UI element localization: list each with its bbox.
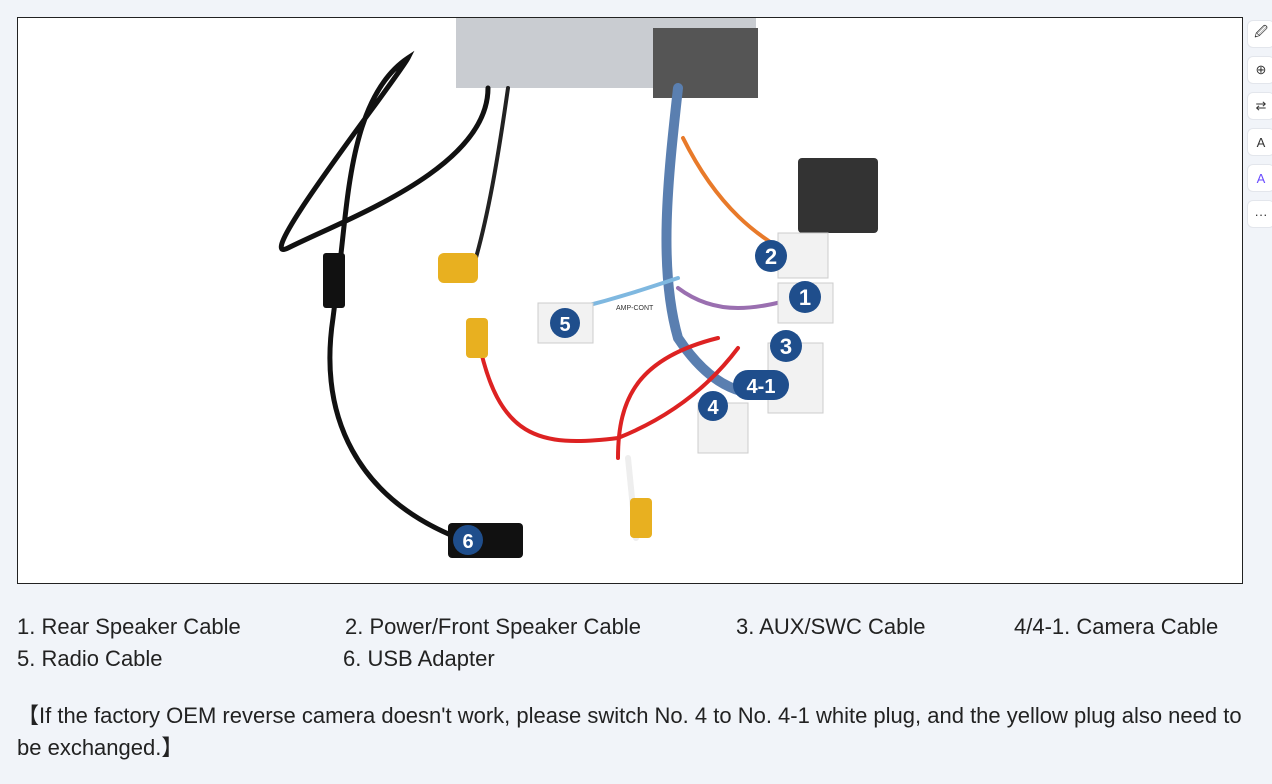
badge-5: 5 [550,308,580,338]
badge-1: 1 [789,281,821,313]
svg-text:4: 4 [707,397,719,419]
swap-icon[interactable]: ⇄ [1247,92,1272,120]
more-icon[interactable]: ··· [1247,200,1272,228]
svg-text:3: 3 [780,334,792,359]
amp-cont-label: AMP-CONT [616,305,654,312]
svg-text:6: 6 [462,531,473,553]
text-recognize-icon[interactable]: A [1247,164,1272,192]
canbus-module [798,158,878,233]
legend-item-3: 3. AUX/SWC Cable [736,614,926,639]
image-toolbar: 🖉 ⊕ ⇄ A A ··· [1247,20,1272,236]
badge-4-1: 4-1 [733,370,789,400]
badge-6: 6 [453,525,483,555]
svg-text:4-1: 4-1 [747,376,776,398]
legend-item-6: 6. USB Adapter [343,646,495,671]
svg-text:1: 1 [799,285,811,310]
badge-2: 2 [755,240,787,272]
badge-3: 3 [770,330,802,362]
legend-item-1: 1. Rear Speaker Cable [17,614,241,639]
zoom-in-icon[interactable]: ⊕ [1247,56,1272,84]
rca-plug [630,498,652,538]
legend-item-4: 4/4-1. Camera Cable [1014,614,1219,639]
harness-connector [653,28,758,98]
camera-note: 【If the factory OEM reverse camera doesn… [17,703,1242,760]
image-edit-icon[interactable]: 🖉 [1247,20,1272,48]
badge-4: 4 [698,391,728,421]
svg-text:5: 5 [559,314,570,336]
usb-plug [323,253,345,308]
legend-item-5: 5. Radio Cable [17,646,163,671]
text-edit-icon[interactable]: A [1247,128,1272,156]
rca-plug [466,318,488,358]
rca-plug [438,253,478,283]
svg-text:2: 2 [765,244,777,269]
wiring-harness-photo: AMP-CONT 1 2 3 4 4-1 5 6 [17,17,1243,584]
legend-item-2: 2. Power/Front Speaker Cable [345,614,641,639]
